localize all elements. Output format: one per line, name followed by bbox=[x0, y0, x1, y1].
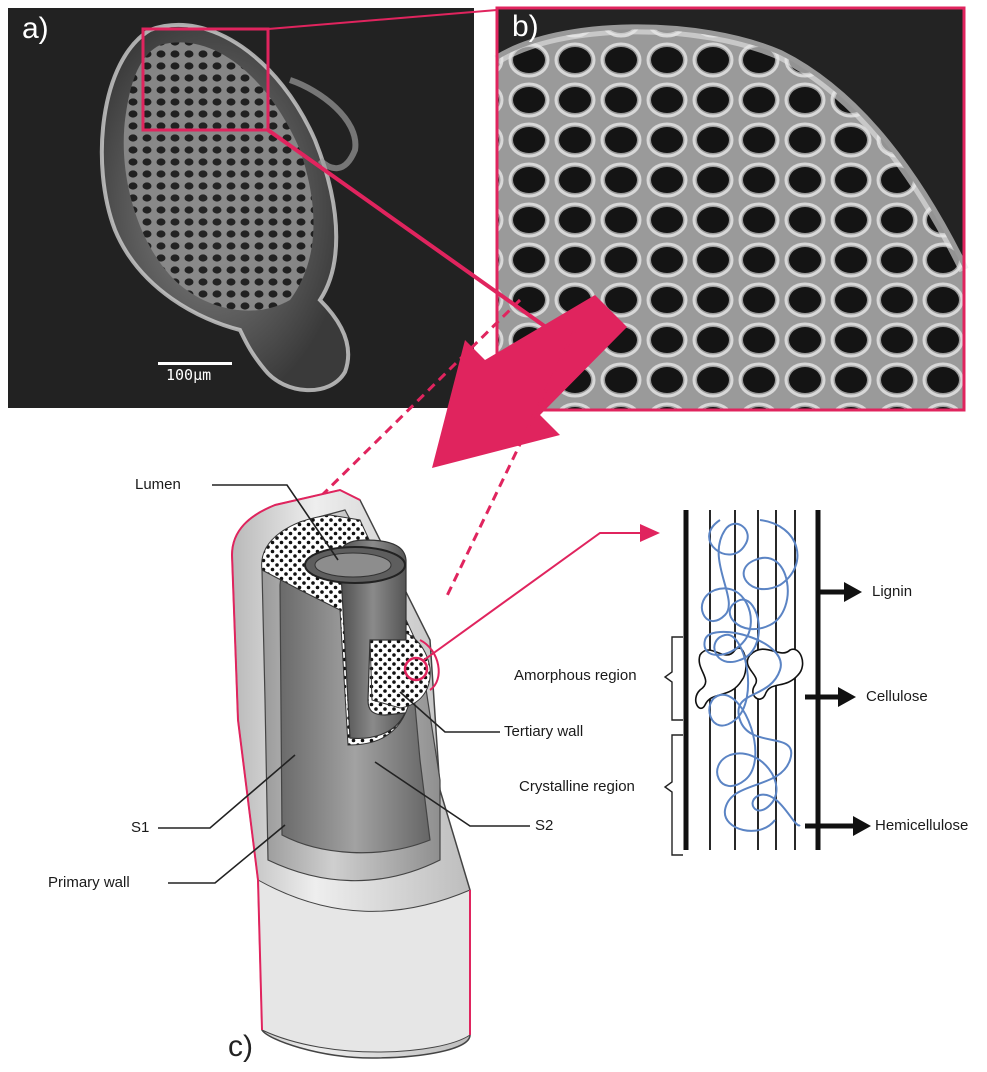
microfibril-schematic bbox=[665, 510, 871, 855]
label-s1: S1 bbox=[131, 819, 149, 836]
panel-label-b: b) bbox=[512, 10, 539, 44]
detail-arrowhead bbox=[640, 524, 660, 542]
label-tertiary-wall: Tertiary wall bbox=[504, 723, 583, 740]
label-crystalline-region: Crystalline region bbox=[519, 778, 635, 795]
amorphous-brace bbox=[665, 637, 683, 720]
scale-bar-label: 100µm bbox=[166, 366, 211, 384]
label-hemicellulose: Hemicellulose bbox=[875, 817, 968, 834]
label-primary-wall: Primary wall bbox=[48, 874, 130, 891]
scale-bar bbox=[158, 362, 232, 365]
panel-label-c: c) bbox=[228, 1030, 253, 1064]
sem-image-a bbox=[8, 8, 474, 408]
detail-connector bbox=[424, 533, 645, 660]
fiber-cutaway bbox=[232, 490, 470, 1058]
panel-label-a: a) bbox=[22, 12, 49, 46]
label-lignin: Lignin bbox=[872, 583, 912, 600]
label-amorphous-region: Amorphous region bbox=[514, 667, 637, 684]
label-s2: S2 bbox=[535, 817, 553, 834]
crystalline-brace bbox=[665, 735, 683, 855]
label-lumen: Lumen bbox=[135, 476, 181, 493]
label-cellulose: Cellulose bbox=[866, 688, 928, 705]
